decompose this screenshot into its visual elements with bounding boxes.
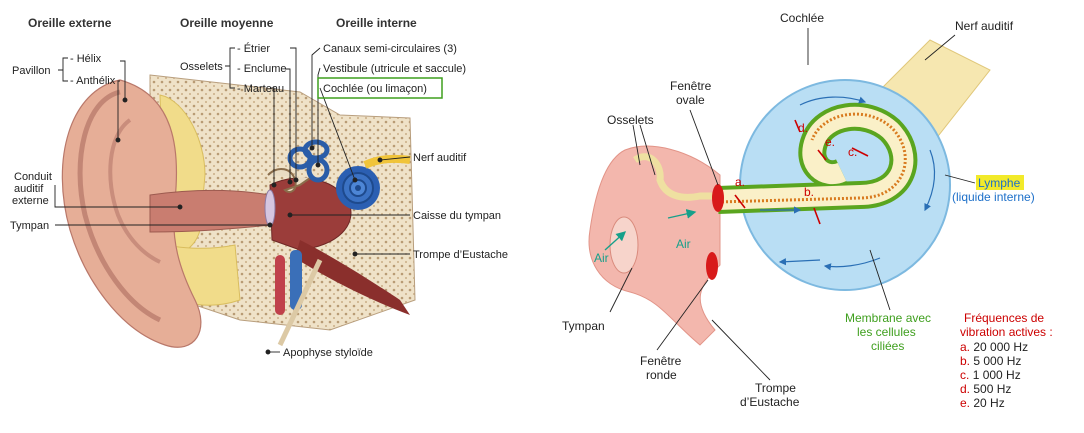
right-labels: Cochlée Nerf auditif Fenêtre ovale Ossel… <box>562 11 1053 410</box>
label-membrane-3: ciliées <box>871 339 904 353</box>
eustachian-tube <box>295 240 410 315</box>
freq-title-2: vibration actives : <box>960 325 1053 339</box>
label-anthelix: - Anthélix <box>70 75 116 87</box>
ossicles-right <box>633 153 718 201</box>
label-pavillon: Pavillon <box>12 65 51 77</box>
round-window <box>706 252 718 280</box>
styloid-process <box>277 258 323 347</box>
freq-item-b: b. 5 000 Hz <box>960 354 1021 368</box>
label-enclume: - Enclume <box>237 63 287 75</box>
ear-region <box>588 145 721 346</box>
frequency-list: a. 20 000 Hz b. 5 000 Hz c. 1 000 Hz d. … <box>960 340 1028 410</box>
label-lymphe-sub: (liquide interne) <box>952 190 1035 204</box>
cochlea-duct-inner <box>717 106 914 210</box>
point-label-b: b. <box>804 185 814 199</box>
label-vestibule: Vestibule (utricule et saccule) <box>323 63 466 75</box>
right-leader-lines <box>609 28 976 381</box>
freq-item-e: e. 20 Hz <box>960 396 1005 410</box>
label-trompe-left: Trompe d’Eustache <box>413 249 508 261</box>
label-etrier: - Étrier <box>237 42 270 55</box>
label-tympan-right: Tympan <box>562 319 605 333</box>
label-conduit-3: externe <box>12 195 49 207</box>
air-flow-arrows <box>604 209 697 251</box>
left-ear-illustration <box>61 74 416 348</box>
header-inner-ear: Oreille interne <box>336 16 417 30</box>
frequency-markers <box>734 119 869 225</box>
label-fenetre-ronde-2: ronde <box>646 368 677 382</box>
label-osselets-right: Osselets <box>607 113 654 127</box>
blood-vessel-red <box>275 255 285 315</box>
label-nerf-right: Nerf auditif <box>955 19 1014 33</box>
point-label-e: e. <box>825 135 835 149</box>
blood-vessel-blue <box>290 250 302 310</box>
label-conduit-2: auditif <box>14 183 44 195</box>
left-labels: Oreille externe Oreille moyenne Oreille … <box>10 16 508 359</box>
freq-item-c: c. 1 000 Hz <box>960 368 1021 382</box>
eardrum <box>264 189 276 227</box>
label-membrane-1: Membrane avec <box>845 311 931 325</box>
helix-fold <box>77 89 162 323</box>
label-marteau: - Marteau <box>237 83 284 95</box>
freq-title-1: Fréquences de <box>964 311 1044 325</box>
tympanum-right <box>609 216 639 274</box>
antihelix-fold <box>108 118 161 264</box>
label-apophyse: Apophyse styloïde <box>283 347 373 359</box>
label-trompe-right-1: Trompe <box>755 381 796 395</box>
point-label-c: c. <box>848 145 857 159</box>
label-nerf-left: Nerf auditif <box>413 152 467 164</box>
lymph-highlight <box>976 175 1024 190</box>
label-trompe-right-2: d’Eustache <box>740 395 800 409</box>
label-osselets: Osselets <box>180 61 223 73</box>
cochlea-spiral <box>336 166 380 210</box>
label-air-1: Air <box>594 251 609 265</box>
label-air-2: Air <box>676 237 691 251</box>
pinna <box>61 79 202 348</box>
ear-canal <box>149 189 273 233</box>
cochlee-highlight-box <box>317 77 443 99</box>
label-fenetre-ronde-1: Fenêtre <box>640 354 682 368</box>
label-fenetre-ovale-2: ovale <box>676 93 705 107</box>
header-middle-ear: Oreille moyenne <box>180 16 274 30</box>
lymph-flow-arrows <box>760 96 936 271</box>
point-label-d: d. <box>798 121 808 135</box>
cochlea-hair-cells <box>717 112 907 204</box>
label-lymphe: Lymphe <box>978 176 1021 190</box>
label-membrane-2: les cellules <box>857 325 916 339</box>
freq-item-a: a. 20 000 Hz <box>960 340 1028 354</box>
oval-window <box>712 184 724 212</box>
label-fenetre-ovale-1: Fenêtre <box>670 79 712 93</box>
label-cochlee-left: Cochlée (ou limaçon) <box>323 83 427 95</box>
label-conduit-1: Conduit <box>14 171 52 183</box>
label-tympan-left: Tympan <box>10 220 49 232</box>
label-canaux: Canaux semi-circulaires (3) <box>323 43 457 55</box>
freq-item-d: d. 500 Hz <box>960 382 1011 396</box>
point-label-a: a. <box>735 175 745 189</box>
header-outer-ear: Oreille externe <box>28 16 112 30</box>
right-cochlea-illustration <box>588 39 991 346</box>
left-leader-lines <box>54 47 411 355</box>
label-caisse: Caisse du tympan <box>413 210 501 222</box>
label-cochlee-right: Cochlée <box>780 11 824 25</box>
label-helix: - Hélix <box>70 53 102 65</box>
